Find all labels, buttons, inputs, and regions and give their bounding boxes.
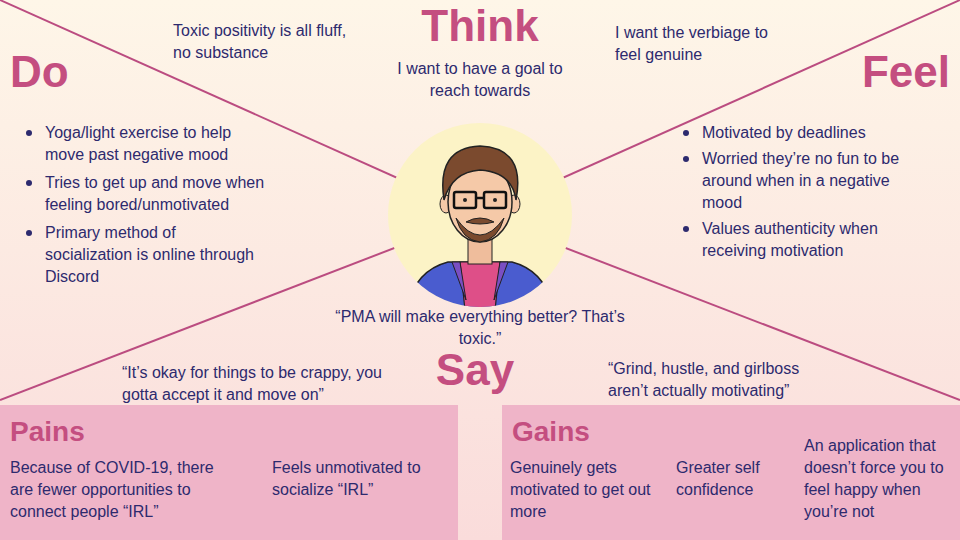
quadrant-dividers — [0, 0, 960, 400]
bullet-dot — [26, 130, 32, 136]
bullet-dot — [26, 230, 32, 236]
avatar-illustration — [405, 146, 555, 320]
say-quote: “It’s okay for things to be crappy, you … — [122, 362, 407, 406]
feel-bullet: Worried they’re no fun to be around when… — [702, 148, 930, 214]
gain-item: Genuinely gets motivated to get out more — [510, 457, 668, 523]
quadrant-heading: Think — [395, 2, 565, 50]
think-note: Toxic positivity is all fluff, no substa… — [173, 20, 351, 64]
do-bullet: Primary method of socialization is onlin… — [45, 222, 265, 288]
pain-item: Because of COVID-19, there are fewer opp… — [10, 457, 235, 523]
do-bullet: Yoga/light exercise to help move past ne… — [45, 122, 265, 166]
quadrant-heading: Do — [10, 48, 130, 96]
pain-item: Feels unmotivated to socialize “IRL” — [272, 457, 450, 501]
bullet-dot — [683, 130, 689, 136]
panel-heading: Gains — [512, 417, 712, 448]
panel-heading: Pains — [10, 417, 210, 448]
quadrant-heading: Say — [400, 346, 550, 394]
think-note: I want the verbiage to feel genuine — [615, 22, 780, 66]
think-note: I want to have a goal to reach towards — [390, 58, 570, 102]
gain-item: Greater self confidence — [676, 457, 794, 501]
bullet-dot — [683, 156, 689, 162]
say-quote: “Grind, hustle, and girlboss aren’t actu… — [608, 358, 833, 402]
bullet-dot — [26, 180, 32, 186]
feel-bullet: Motivated by deadlines — [702, 122, 930, 144]
do-bullet: Tries to get up and move when feeling bo… — [45, 172, 265, 216]
gain-item: An application that doesn’t force you to… — [804, 435, 956, 523]
say-quote: “PMA will make everything better? That’s… — [320, 306, 640, 350]
pains-panel: PainsBecause of COVID-19, there are fewe… — [0, 405, 458, 540]
gains-panel: GainsGenuinely gets motivated to get out… — [502, 405, 960, 540]
feel-bullet: Values authenticity when receiving motiv… — [702, 218, 930, 262]
bullet-dot — [683, 226, 689, 232]
quadrant-heading: Feel — [790, 48, 950, 96]
